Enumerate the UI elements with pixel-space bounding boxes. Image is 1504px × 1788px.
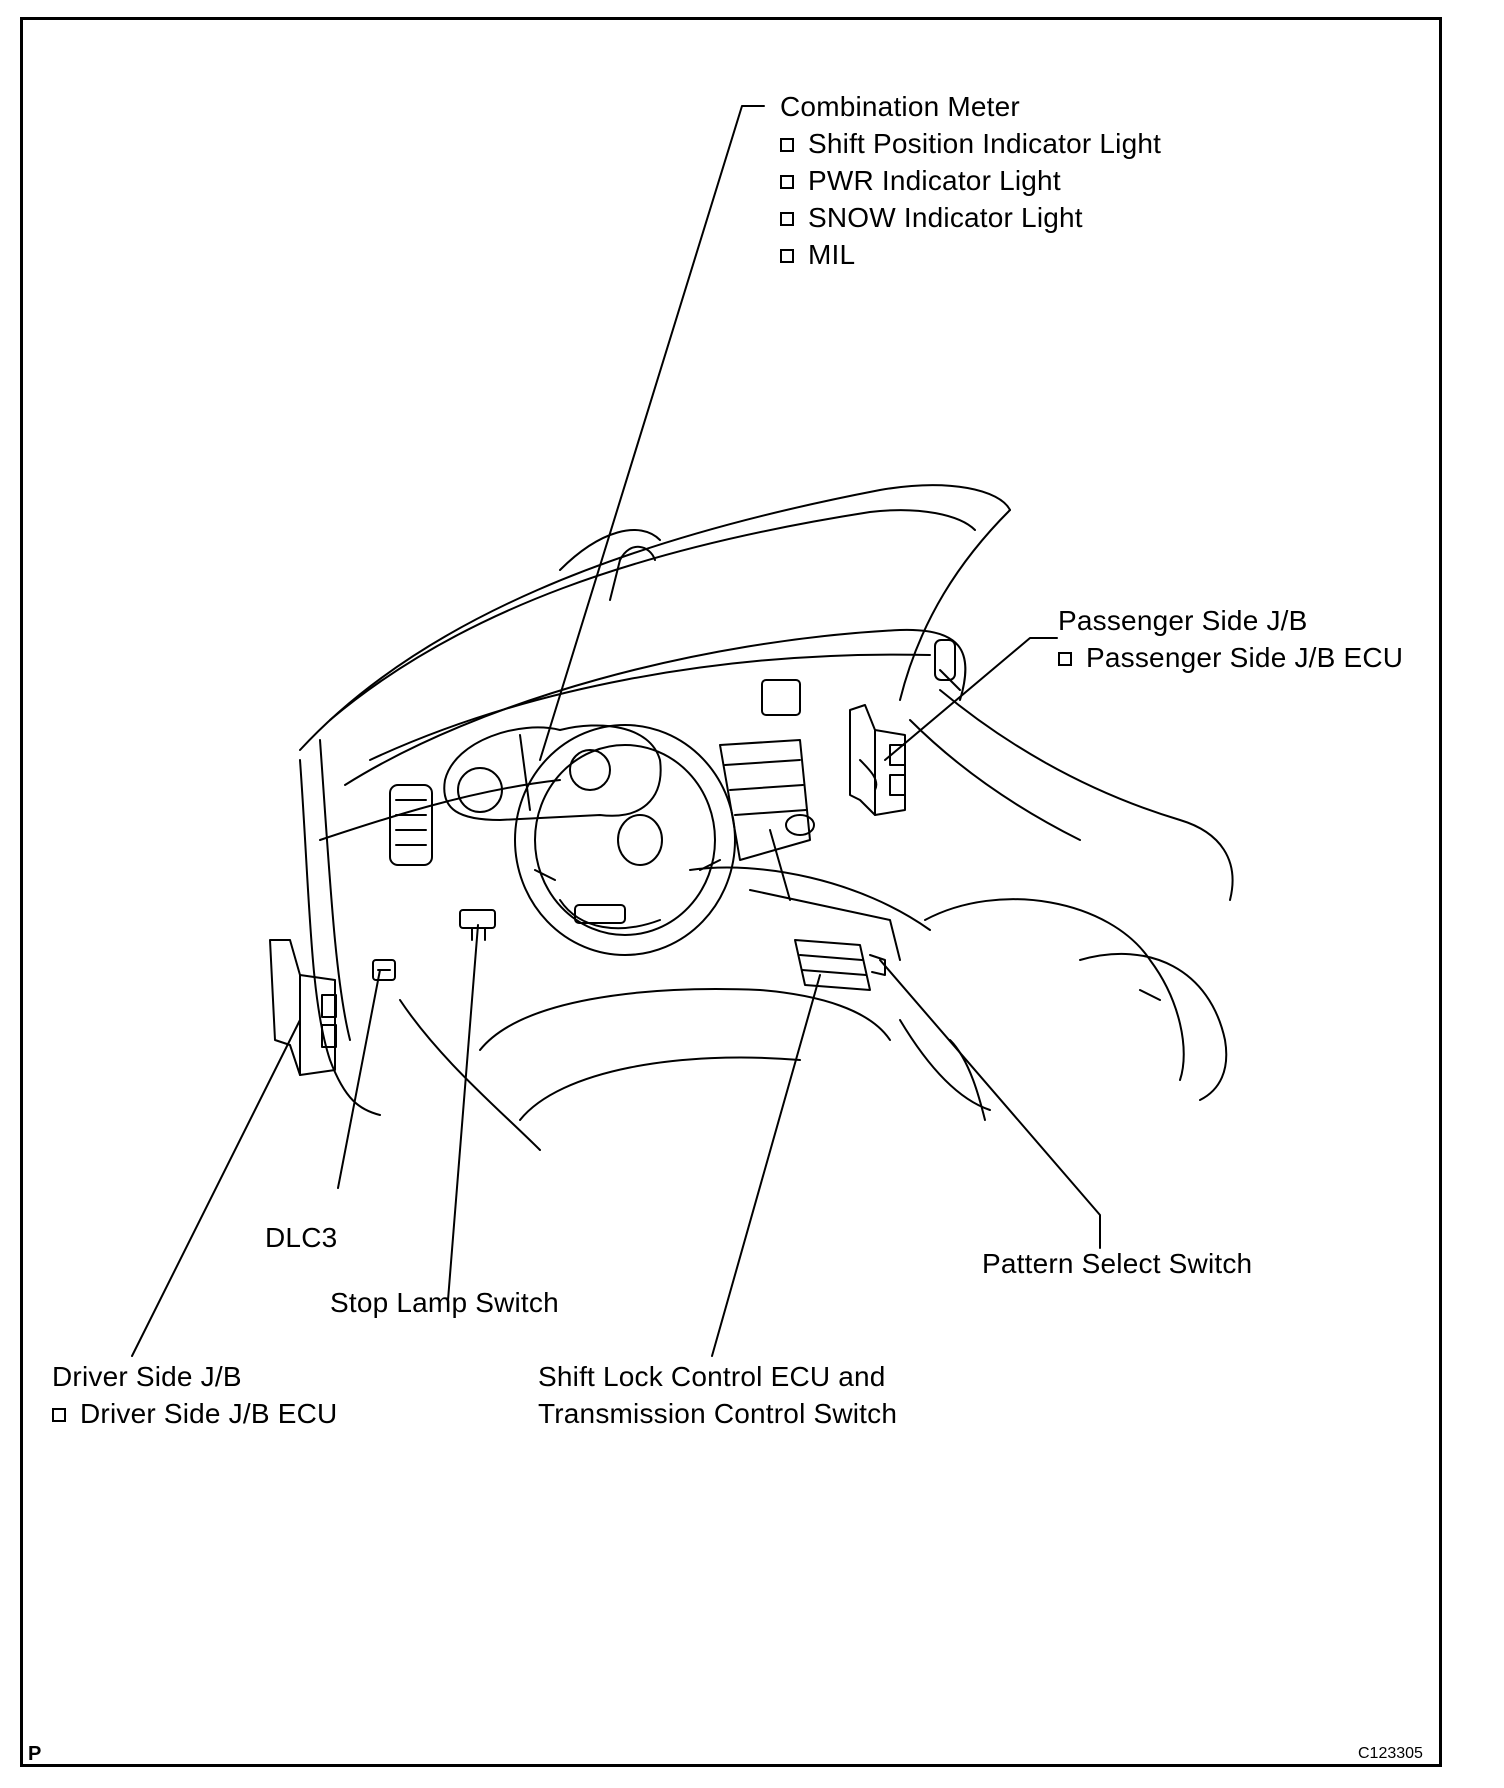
- driver-jb-drawing: [269, 939, 337, 1076]
- a-pillar: [299, 739, 381, 1116]
- pattern-select-switch-label: Pattern Select Switch: [982, 1248, 1253, 1279]
- combination-meter-title: Combination Meter: [780, 91, 1020, 122]
- leader-passenger-jb: [884, 637, 1058, 761]
- driver-vent: [389, 784, 433, 866]
- leader-stop-lamp: [447, 924, 479, 1301]
- shift-lock-line1: Shift Lock Control ECU and: [538, 1361, 886, 1392]
- passenger-jb-title: Passenger Side J/B: [1058, 605, 1308, 636]
- dashboard-outline: [319, 628, 1234, 901]
- shift-lock-ecu-label: Shift Lock Control ECU and Transmission …: [538, 1358, 897, 1432]
- leader-lines: [131, 105, 1101, 1357]
- combination-meter-drawing: [443, 724, 662, 821]
- leader-dlc3: [337, 969, 381, 1189]
- passenger-jb-drawing: [849, 704, 906, 816]
- combination-meter-item: MIL: [780, 236, 1161, 273]
- steering-wheel-drawing: [514, 724, 736, 956]
- passenger-jb-item: Passenger Side J/B ECU: [1058, 639, 1403, 676]
- combination-meter-label: Combination Meter Shift Position Indicat…: [780, 88, 1161, 273]
- windshield-outline: [299, 484, 1011, 751]
- dlc3-drawing: [372, 959, 396, 981]
- combination-meter-item: SNOW Indicator Light: [780, 199, 1161, 236]
- leader-driver-jb: [131, 1019, 301, 1357]
- seats-outline: [399, 898, 1228, 1151]
- square-bullet-icon: [1058, 652, 1072, 666]
- leader-shift-lock: [711, 974, 821, 1357]
- square-bullet-icon: [780, 175, 794, 189]
- square-bullet-icon: [780, 249, 794, 263]
- figure-code: C123305: [1358, 1745, 1423, 1762]
- leader-pattern-select: [879, 959, 1101, 1249]
- stop-lamp-switch-label: Stop Lamp Switch: [330, 1287, 559, 1318]
- passenger-jb-label: Passenger Side J/B Passenger Side J/B EC…: [1058, 602, 1403, 676]
- square-bullet-icon: [780, 212, 794, 226]
- driver-jb-title: Driver Side J/B: [52, 1361, 242, 1392]
- driver-jb-label: Driver Side J/B Driver Side J/B ECU: [52, 1358, 337, 1432]
- dlc3-label: DLC3: [265, 1222, 338, 1253]
- driver-jb-item: Driver Side J/B ECU: [52, 1395, 337, 1432]
- combination-meter-item: Shift Position Indicator Light: [780, 125, 1161, 162]
- combination-meter-item: PWR Indicator Light: [780, 162, 1161, 199]
- shift-lock-line2: Transmission Control Switch: [538, 1398, 898, 1429]
- square-bullet-icon: [780, 138, 794, 152]
- square-bullet-icon: [52, 1408, 66, 1422]
- corner-mark-left: P: [28, 1743, 42, 1765]
- diagram-frame: [20, 17, 1442, 1767]
- center-console-drawing: [689, 739, 931, 961]
- shift-lock-ecu-drawing: [794, 939, 886, 991]
- leader-combination-meter: [539, 105, 765, 761]
